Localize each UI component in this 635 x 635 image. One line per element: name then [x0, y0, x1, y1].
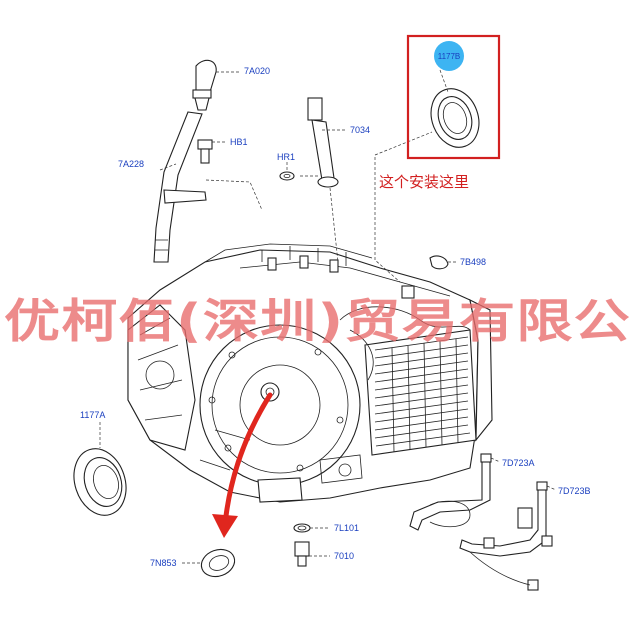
cooler-lines-7D723	[409, 453, 553, 591]
seal-1177A	[73, 448, 127, 516]
clip-7B498	[429, 255, 449, 270]
label-7D723A: 7D723A	[502, 458, 535, 468]
highlight-box	[406, 34, 501, 160]
label-7A228: 7A228	[118, 159, 144, 169]
transmission-assembly	[127, 243, 493, 503]
plug-7010	[294, 541, 310, 567]
install-note: 这个安装这里	[379, 173, 469, 191]
label-7N853: 7N853	[150, 558, 177, 568]
o-ring-7L101	[293, 523, 311, 533]
label-7D723B: 7D723B	[558, 486, 591, 496]
filler-tube-7A228	[153, 111, 207, 263]
label-HB1: HB1	[230, 137, 248, 147]
dipstick-cap-7A020	[192, 59, 217, 111]
label-HR1: HR1	[277, 152, 295, 162]
label-7A020: 7A020	[244, 66, 270, 76]
label-7L101: 7L101	[334, 523, 359, 533]
bolt-HB1	[197, 139, 213, 164]
seal-1177B	[430, 88, 480, 148]
label-7010: 7010	[334, 551, 354, 561]
part-badge-1177B	[434, 41, 464, 71]
label-1177A: 1177A	[80, 410, 105, 420]
label-1177B: 1177B	[438, 52, 461, 61]
label-7B498: 7B498	[460, 257, 486, 267]
label-7034: 7034	[350, 125, 370, 135]
curved-red-arrow-icon	[212, 392, 273, 538]
leader-lines	[99, 69, 557, 564]
seal-7N853	[200, 548, 236, 578]
washer-HR1	[279, 171, 295, 181]
vent-tube-7034	[307, 97, 339, 188]
cooler-fins	[374, 336, 471, 453]
watermark: 优柯佰(深圳)贸易有限公	[4, 294, 631, 348]
